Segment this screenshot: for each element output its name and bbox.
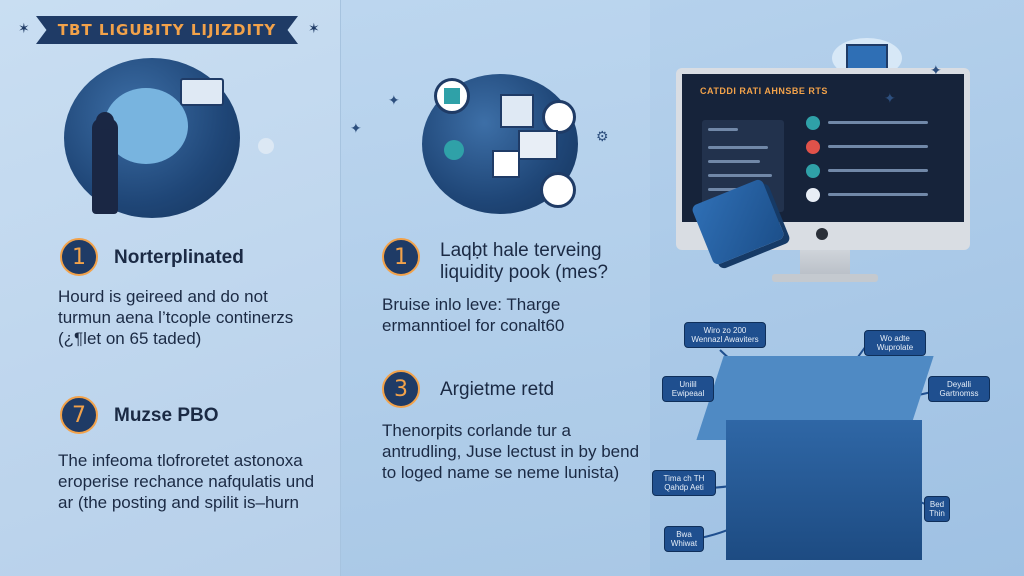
- cube-label: Wiro zo 200 Wennazl Awaviters: [684, 322, 766, 348]
- sparkle-icon: ✦: [388, 92, 400, 108]
- sparkle-icon: ✦: [350, 120, 362, 136]
- text-line: [828, 169, 928, 172]
- section-heading: Argietme retd: [440, 379, 555, 400]
- cube-label: Deyalli Gartnomss: [928, 376, 990, 402]
- text-line: [828, 121, 928, 124]
- status-dot-icon: [806, 188, 820, 202]
- screen-title: CATDDI RATI AHNSBE RTS: [700, 86, 828, 96]
- person-illustration: [92, 118, 118, 214]
- leaf-icon: [444, 140, 464, 160]
- cube-label: Unilil Ewipeaal: [662, 376, 714, 402]
- bar-chart-icon: [444, 88, 460, 104]
- bubble-icon: [258, 138, 274, 154]
- section-body: Bruise inlo leve: Tharge ermanntioel for…: [382, 295, 565, 335]
- apple-logo-icon: [816, 228, 828, 240]
- cube-front: [726, 420, 922, 560]
- star-icon: ✶: [308, 20, 320, 36]
- step-number-badge: 1: [60, 238, 98, 276]
- text-line: [708, 174, 772, 177]
- sparkle-icon: ✦: [930, 62, 942, 78]
- monitor-stand: [800, 250, 850, 276]
- step-number-badge: 3: [382, 370, 420, 408]
- status-dot-icon: [806, 140, 820, 154]
- text-line: [708, 160, 760, 163]
- section-heading: Laqḅt hale terveing liquidity pook (mes…: [440, 240, 608, 283]
- text-line: [828, 193, 928, 196]
- section-body: Thenorpits corlande tur a antrudling, Ju…: [382, 421, 640, 482]
- laptop-icon: [180, 78, 224, 106]
- cube-label: Bwa Whiwat: [664, 526, 704, 552]
- step-number-badge: 1: [382, 238, 420, 276]
- sparkle-icon: ✦: [884, 90, 896, 106]
- section-body: The infeoma tlofroretet astonoxa eroperi…: [58, 451, 315, 512]
- gear-icon: ⚙: [596, 128, 609, 144]
- page-title: TBT LIGUBITY LIJIZDITY: [36, 16, 298, 44]
- cube-label: Bed Thin: [924, 496, 950, 522]
- monitor-base: [772, 274, 878, 282]
- cube-label: Wo adte Wuprolate: [864, 330, 926, 356]
- status-dot-icon: [806, 164, 820, 178]
- warning-badge-icon: [540, 172, 576, 208]
- star-icon: ✶: [18, 20, 30, 36]
- text-line: [828, 145, 928, 148]
- person-head-icon: [96, 112, 114, 130]
- document-icon: [500, 94, 534, 128]
- section-body: Hourd is geireed and do not turmun aena …: [58, 287, 294, 348]
- section-heading: Muzse PBO: [114, 405, 219, 426]
- text-line: [708, 128, 738, 131]
- chart-card-icon: [492, 150, 520, 178]
- cube-label: Tima ch TH Qahdp Aeti: [652, 470, 716, 496]
- step-number-badge: 7: [60, 396, 98, 434]
- status-dot-icon: [806, 116, 820, 130]
- section-heading: Norterplinated: [114, 247, 244, 268]
- whale-illustration: [104, 88, 188, 164]
- text-line: [708, 146, 768, 149]
- wallet-icon: [846, 44, 888, 70]
- laptop-icon: [518, 130, 558, 160]
- pencil-badge-icon: [542, 100, 576, 134]
